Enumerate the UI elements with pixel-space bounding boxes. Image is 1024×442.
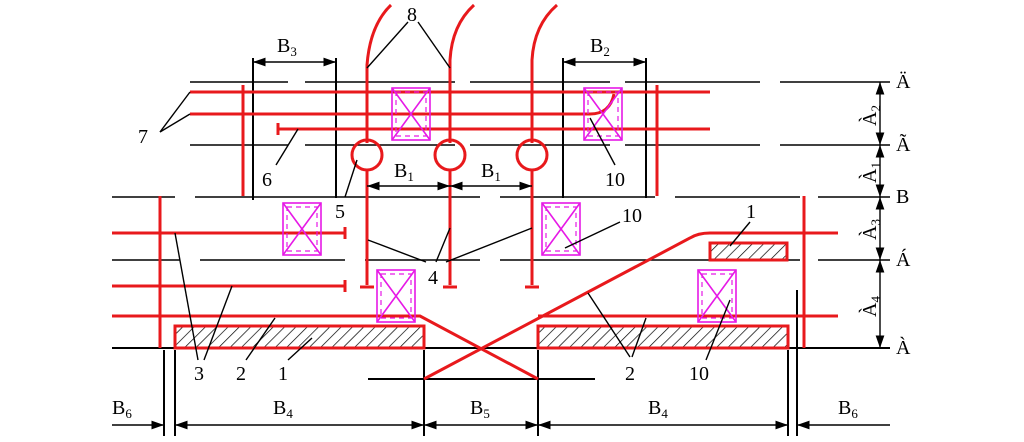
- dim-label-b3: B3: [277, 35, 297, 59]
- support-box-4: [541, 202, 581, 256]
- callout-10-mid: 10: [622, 205, 642, 227]
- callout-numbers: 8 7 6 5 10 10 1 4 3 2 1 2 10: [138, 4, 756, 385]
- slab-left: [173, 324, 426, 350]
- callout-10-top: 10: [605, 169, 625, 191]
- callout-10-bottom: 10: [689, 363, 709, 385]
- pipe-diagonal: [423, 231, 838, 381]
- riser-2: [448, 3, 476, 143]
- leader-lines: [159, 21, 751, 361]
- dim-label-a4: À4: [858, 296, 883, 317]
- support-box-5: [376, 269, 416, 323]
- callout-6: 6: [262, 169, 272, 191]
- pipe-left-3: [112, 314, 539, 381]
- dim-label-b5: B5: [470, 397, 490, 421]
- slab-right: [536, 324, 790, 350]
- dim-label-b2: B2: [590, 35, 610, 59]
- level-labels: Ä Ã B Á À: [896, 70, 911, 359]
- dim-label-b4-right: B4: [648, 397, 668, 421]
- horizontal-dim-labels: B3 B2 B1 B1 B6 B4 B5 B4 B6: [112, 35, 858, 421]
- support-box-2: [583, 87, 623, 141]
- dim-label-b6-right: B6: [838, 397, 858, 421]
- dim-label-b6-left: B6: [112, 397, 132, 421]
- level-label-3: B: [896, 186, 909, 208]
- dimension-arrows: [112, 57, 890, 430]
- pipes: [112, 3, 838, 381]
- slab-small: [708, 241, 789, 262]
- dim-label-b1-right: B1: [481, 160, 501, 184]
- callout-8: 8: [407, 4, 417, 26]
- level-label-4: Á: [896, 248, 911, 271]
- callout-1-left: 1: [278, 363, 288, 385]
- riser-1: [365, 3, 393, 143]
- callout-2-left: 2: [236, 363, 246, 385]
- level-label-1: Ä: [896, 70, 911, 93]
- support-box-6: [697, 269, 737, 323]
- callout-5: 5: [335, 201, 345, 223]
- callout-2-right: 2: [625, 363, 635, 385]
- dim-label-a2: À2: [858, 105, 883, 126]
- support-box-1: [391, 87, 431, 141]
- dim-label-a1: À1: [858, 162, 883, 183]
- riser-3: [530, 3, 558, 143]
- level-label-5: À: [896, 336, 911, 359]
- support-box-3: [282, 202, 322, 256]
- callout-3: 3: [194, 363, 204, 385]
- callout-4: 4: [428, 267, 438, 289]
- callout-1-right: 1: [746, 201, 756, 223]
- pipe-top-2: [190, 93, 616, 116]
- dim-label-b1-left: B1: [394, 160, 414, 184]
- callout-7: 7: [138, 126, 148, 148]
- dim-label-a3: À3: [858, 219, 883, 240]
- vertical-dim-labels: À2 À1 À3 À4: [858, 105, 883, 317]
- supports: [282, 87, 737, 323]
- level-label-2: Ã: [896, 132, 911, 156]
- dim-label-b4-left: B4: [273, 397, 293, 421]
